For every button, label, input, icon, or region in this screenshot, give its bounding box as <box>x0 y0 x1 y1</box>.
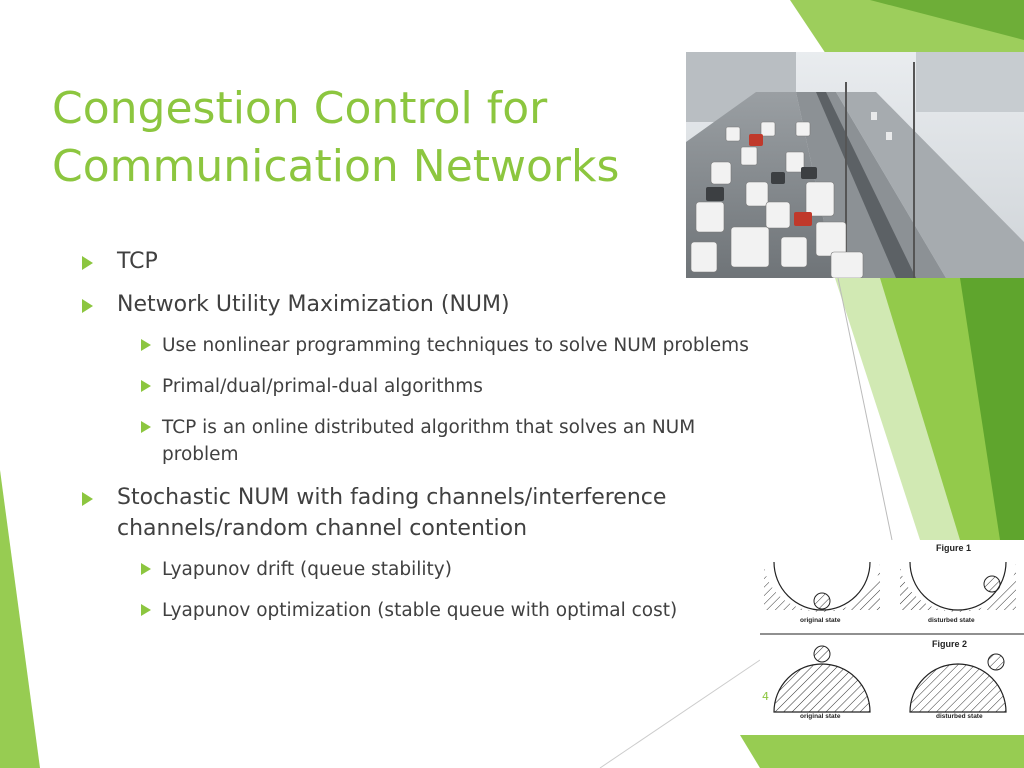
bullet-num: Network Utility Maximization (NUM) Use n… <box>80 289 770 468</box>
sub-bullet-arrow-icon <box>141 339 151 351</box>
sub-bullet-arrow-icon <box>141 380 151 392</box>
original-state-label-1: original state <box>800 617 841 624</box>
bullet-text: TCP <box>117 249 158 274</box>
sub-bullet-arrow-icon <box>141 421 151 433</box>
sub-bullet-text: Lyapunov drift (queue stability) <box>162 559 452 580</box>
title-line-1: Congestion Control for <box>52 83 548 134</box>
disturbed-state-label-1: disturbed state <box>928 617 975 624</box>
figure2-label: Figure 2 <box>932 639 967 649</box>
bullet-tcp: TCP <box>80 246 770 277</box>
figure1-label: Figure 1 <box>936 543 971 553</box>
bullet-arrow-icon <box>82 492 93 506</box>
sub-bullet-list: Use nonlinear programming techniques to … <box>125 332 770 468</box>
original-state-label-2: original state <box>800 713 841 720</box>
sub-bullet-text: Use nonlinear programming techniques to … <box>162 335 749 356</box>
bullet-list: TCP Network Utility Maximization (NUM) U… <box>80 246 770 638</box>
sub-bullet-list: Lyapunov drift (queue stability) Lyapuno… <box>125 556 770 624</box>
sub-bullet-arrow-icon <box>141 604 151 616</box>
sub-bullet-arrow-icon <box>141 563 151 575</box>
sub-bullet: Lyapunov drift (queue stability) <box>125 556 770 583</box>
slide-title: Congestion Control for Communication Net… <box>52 80 672 196</box>
sub-bullet: Use nonlinear programming techniques to … <box>125 332 770 359</box>
sub-bullet: Primal/dual/primal-dual algorithms <box>125 373 770 400</box>
sub-bullet-text: Lyapunov optimization (stable queue with… <box>162 600 678 621</box>
sub-bullet-text: TCP is an online distributed algorithm t… <box>162 417 696 465</box>
stability-figure: Figure 1 original state disturbed state … <box>760 540 1024 732</box>
highway-traffic-photo <box>686 52 1024 278</box>
title-line-2: Communication Networks <box>52 141 620 192</box>
bullet-arrow-icon <box>82 299 93 313</box>
bullet-stochastic-num: Stochastic NUM with fading channels/inte… <box>80 482 770 624</box>
page-number: 4 <box>762 690 769 703</box>
bullet-text: Stochastic NUM with fading channels/inte… <box>117 485 667 541</box>
bullet-arrow-icon <box>82 256 93 270</box>
sub-bullet: TCP is an online distributed algorithm t… <box>125 414 770 468</box>
sub-bullet: Lyapunov optimization (stable queue with… <box>125 597 770 624</box>
bullet-text: Network Utility Maximization (NUM) <box>117 292 510 317</box>
sub-bullet-text: Primal/dual/primal-dual algorithms <box>162 376 483 397</box>
disturbed-state-label-2: disturbed state <box>936 713 983 720</box>
